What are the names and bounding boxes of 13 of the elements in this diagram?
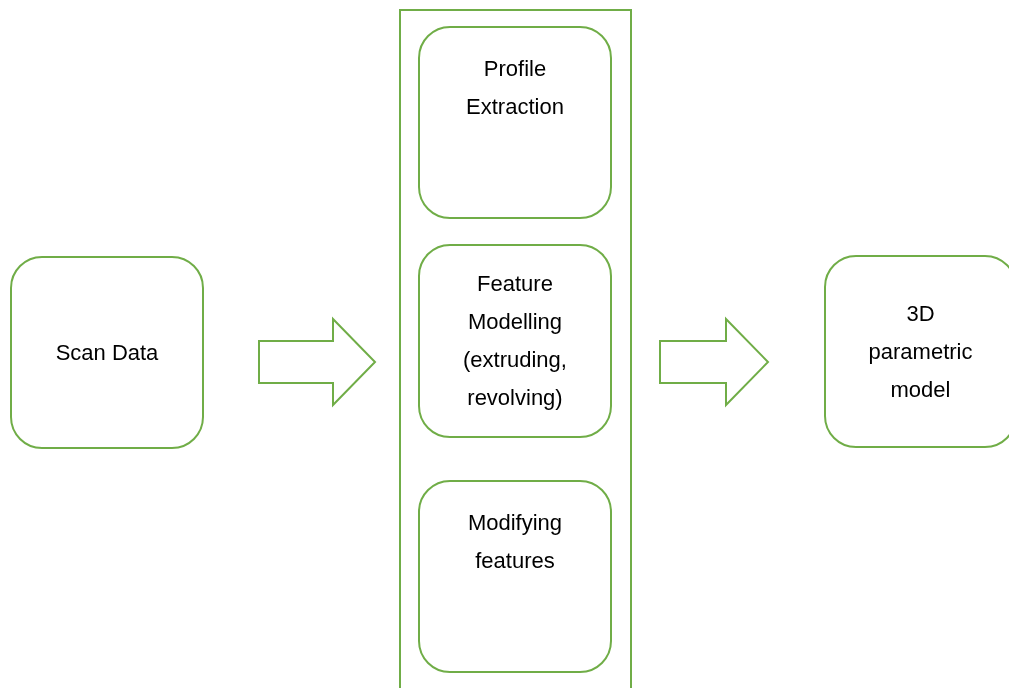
block-arrow	[659, 316, 770, 408]
box-label: Scan Data	[55, 338, 159, 367]
box-label: Profile Extraction	[465, 55, 565, 121]
process-box	[10, 256, 204, 449]
group-frame	[399, 9, 632, 688]
box-label: Modifying features	[466, 509, 564, 575]
block-arrow	[258, 316, 377, 408]
process-box	[418, 26, 612, 219]
process-box	[418, 244, 612, 438]
process-box	[824, 255, 1009, 448]
process-box	[418, 480, 612, 673]
box-label: 3D parametric model	[867, 299, 974, 404]
box-label: Feature Modelling (extruding, revolving)	[462, 270, 568, 412]
